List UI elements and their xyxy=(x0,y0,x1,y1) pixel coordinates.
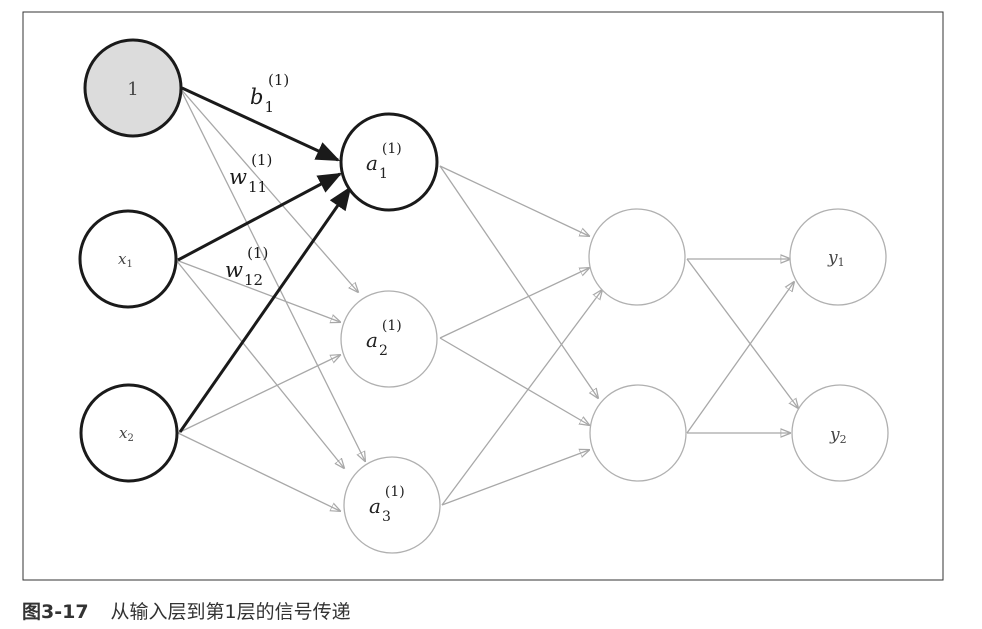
edge-x2-a3 xyxy=(177,432,340,511)
label-a3: a3(1) xyxy=(369,484,405,525)
label-y1: y1 xyxy=(827,248,845,269)
edge-a3-h1 xyxy=(441,290,602,506)
edge-a1-h1 xyxy=(439,165,589,236)
edge-h1-y2 xyxy=(686,258,798,408)
node-h1 xyxy=(588,208,686,306)
edge-a2-h2 xyxy=(439,337,589,425)
edge-x2-a1 xyxy=(178,186,352,433)
node-y1 xyxy=(789,208,887,306)
nodes xyxy=(78,38,889,554)
edge-x2-a2 xyxy=(177,355,340,434)
node-a2 xyxy=(340,290,438,388)
edge-labels: b1(1) w11(1) w12(1) xyxy=(225,71,289,289)
node-h2 xyxy=(589,384,687,482)
edge-x1-a3 xyxy=(175,259,344,468)
edge-bias-a3 xyxy=(179,87,365,461)
label-b1: b1(1) xyxy=(250,71,289,116)
node-a3 xyxy=(343,456,441,554)
figure-number: 图3-17 xyxy=(22,601,89,623)
label-y2: y2 xyxy=(829,425,847,446)
label-a1: a1(1) xyxy=(366,141,402,182)
edge-a3-h2 xyxy=(441,450,589,506)
label-bias: 1 xyxy=(127,79,138,100)
label-w11: w11(1) xyxy=(229,151,272,196)
edge-a2-h1 xyxy=(439,268,589,339)
node-x2 xyxy=(79,383,179,483)
highlighted-edges xyxy=(177,86,352,433)
edge-x1-a1 xyxy=(177,172,343,262)
figure-caption-text: 从输入层到第1层的信号传递 xyxy=(110,601,351,623)
node-bias xyxy=(83,38,183,138)
label-x1: x1 xyxy=(118,250,133,270)
edge-a1-h2 xyxy=(439,165,598,398)
figure-caption: 图3-17 从输入层到第1层的信号传递 xyxy=(22,597,351,624)
node-x1 xyxy=(78,209,178,309)
node-y2 xyxy=(791,384,889,482)
node-a1 xyxy=(339,112,439,212)
edge-h2-y1 xyxy=(686,282,794,434)
label-x2: x2 xyxy=(119,424,134,444)
diagram-border xyxy=(22,11,944,581)
edge-x1-a2 xyxy=(175,259,340,322)
faded-edges xyxy=(175,87,798,511)
node-labels: 1 x1 x2 a1(1) a2(1) a3(1) y1 y2 xyxy=(118,79,847,525)
edge-bias-a1 xyxy=(181,86,341,162)
edge-bias-a2 xyxy=(179,87,358,292)
label-w12: w12(1) xyxy=(225,244,268,289)
label-a2: a2(1) xyxy=(366,318,402,359)
